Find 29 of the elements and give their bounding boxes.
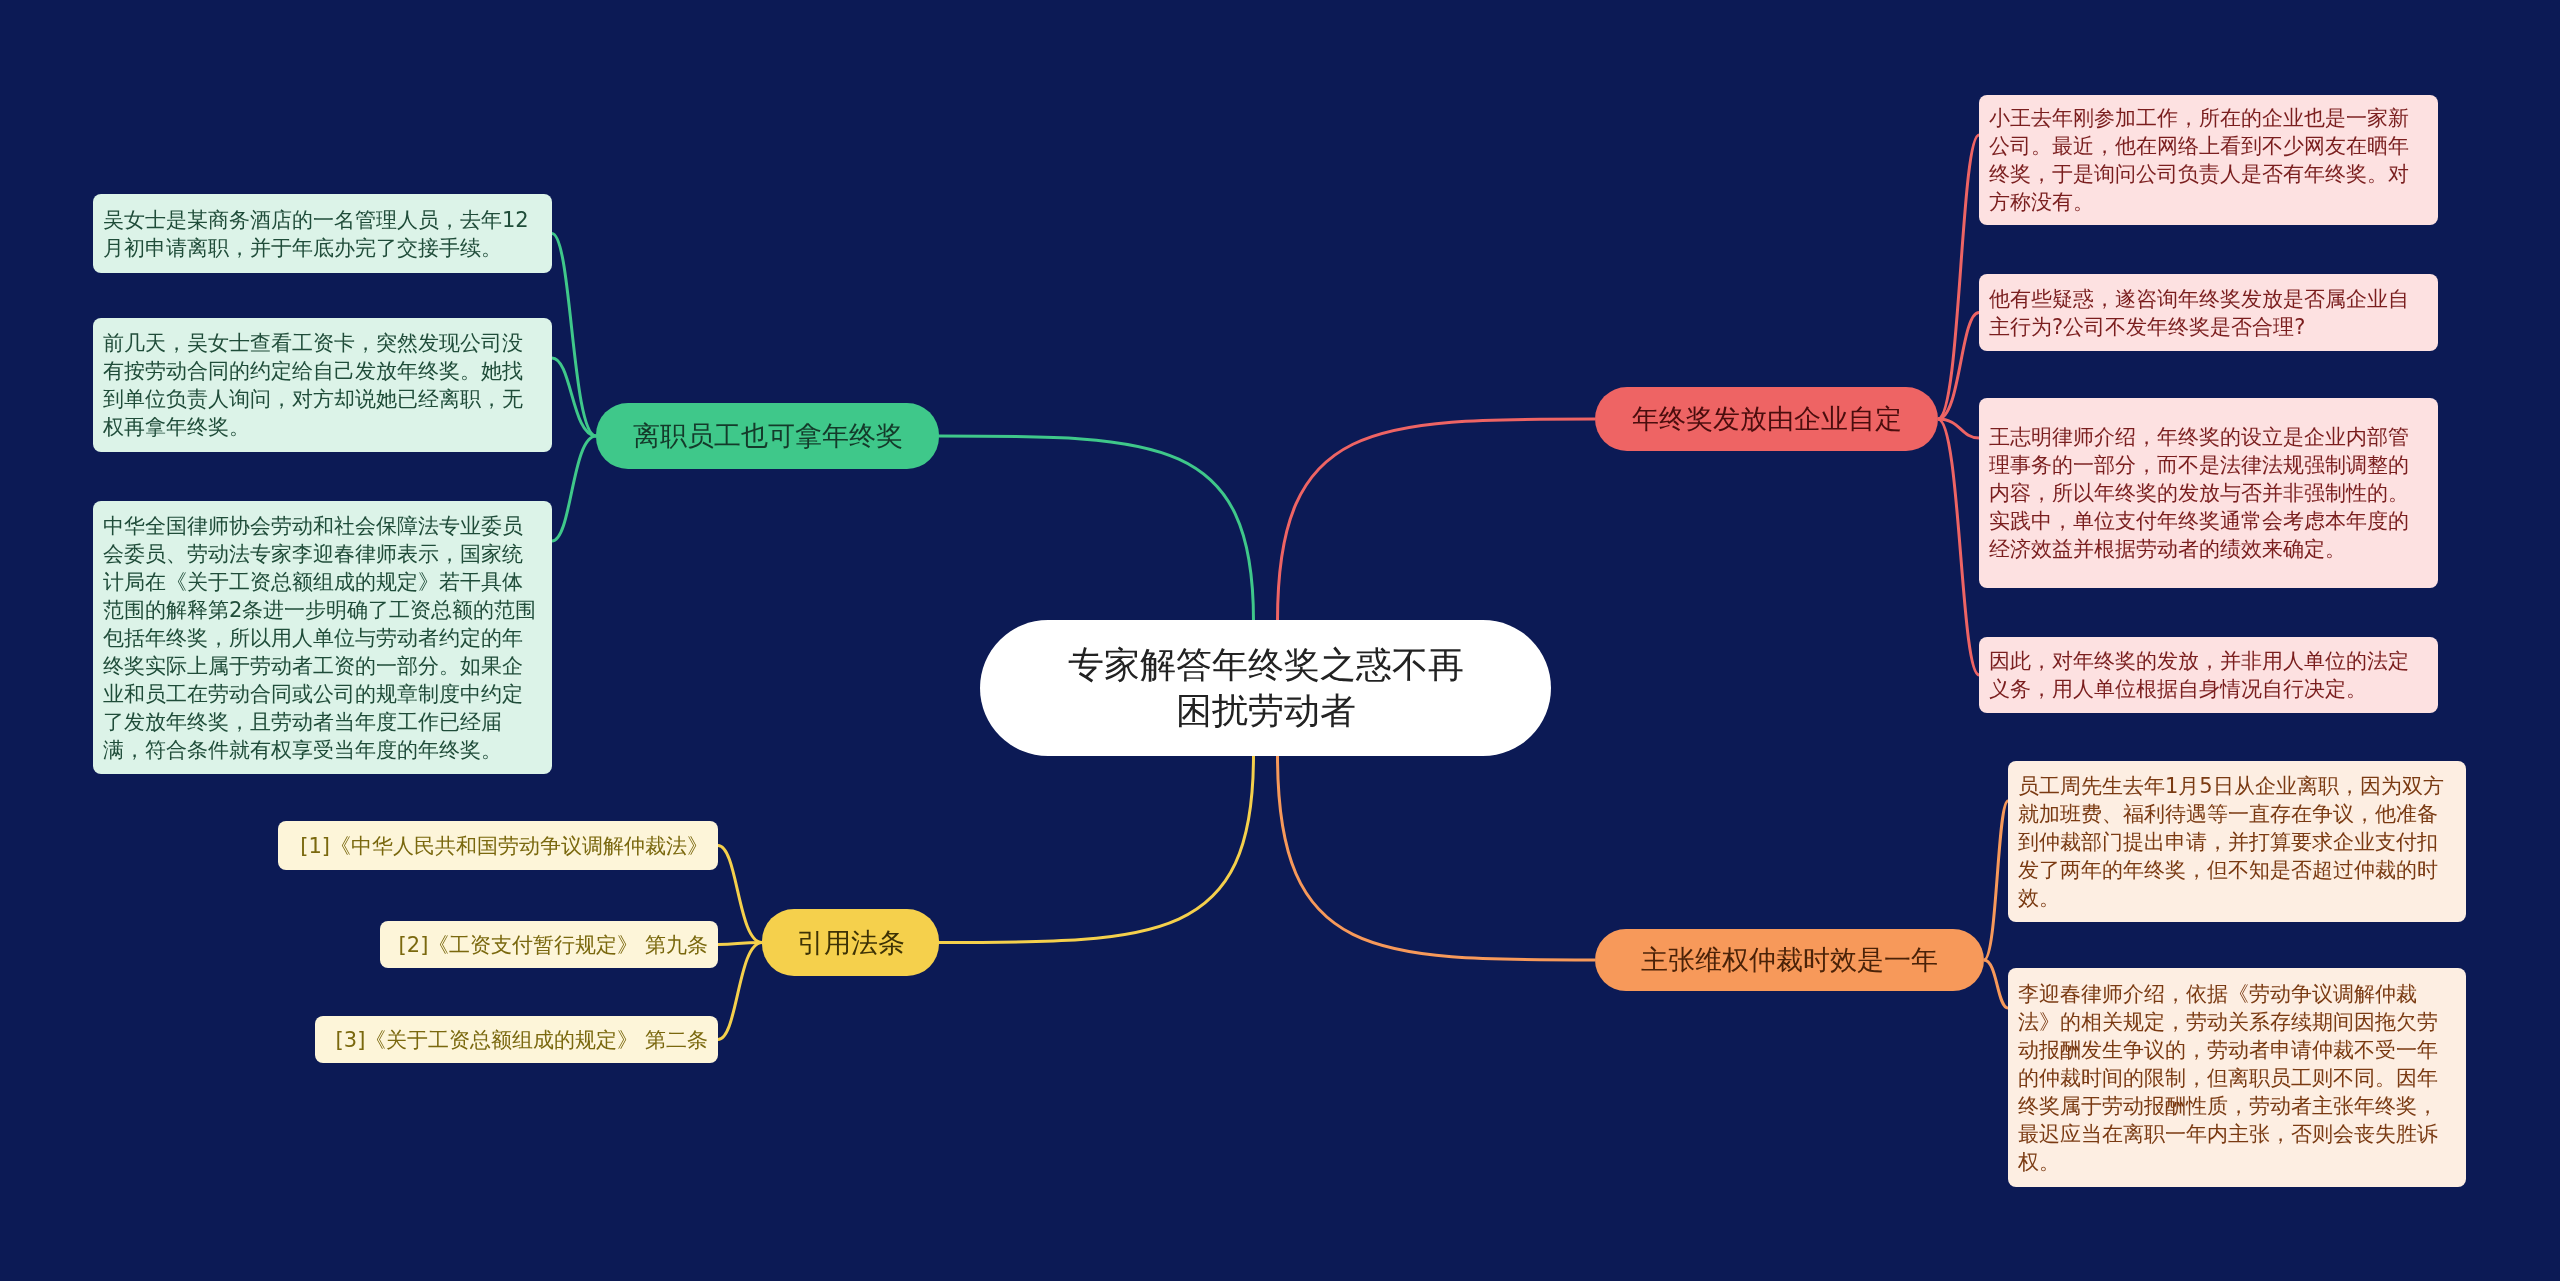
connector [1276,417,1595,622]
connector [939,754,1255,944]
branch-box: 离职员工也可拿年终奖 [596,403,939,469]
text-card: 中华全国律师协会劳动和社会保障法专业委员会委员、劳动法专家李迎春律师表示，国家统计局在《关于工资总额组成的规定》若干具体范围的解释第2条进一步明确了工资总额的范围包括年终奖，所以用人单位与劳动者约定的年终奖实际上属于劳动者工资的一部分。如果企业和员工在劳动合同或公司的规章制度中约定了发放年终奖，且劳动者当年度工作已经届满，符合条件就有权享受当年度的年终奖。 [93,501,552,774]
text-card: 小王去年刚参加工作，所在的企业也是一家新公司。最近，他在网络上看到不少网友在晒年终奖，于是询问公司负责人是否有年终奖。对方称没有。 [1979,95,2438,225]
connector [1983,958,2009,1010]
branch-box: 年终奖发放由企业自定 [1595,387,1938,451]
connector [551,356,597,438]
text-card: 前几天，吴女士查看工资卡，突然发现公司没有按劳动合同的约定给自己发放年终奖。她找到单位负责人询问，对方却说她已经离职，无权再拿年终奖。 [93,318,552,452]
connector [1982,800,2010,962]
text-card: 王志明律师介绍，年终奖的设立是企业内部管理事务的一部分，而不是法律法规强制调整的内容，所以年终奖的发放与否并非强制性的。实践中，单位支付年终奖通常会考虑本年度的经济效益并根据劳动者的绩效来确定。 [1979,398,2438,588]
branch-box: 引用法条 [762,909,939,976]
connector [1936,417,1981,676]
citation-box: [1]《中华人民共和国劳动争议调解仲裁法》 [278,821,718,870]
text-card: 员工周先生去年1月5日从企业离职，因为双方就加班费、福利待遇等一直存在争议，他准备到仲裁部门提出申请，并打算要求企业支付扣发了两年的年终奖，但不知是否超过仲裁的时效。 [2008,761,2466,922]
text-card: 吴女士是某商务酒店的一名管理人员，去年12月初申请离职，并于年底办完了交接手续。 [93,194,552,273]
connector [939,434,1255,622]
citation-box: [2]《工资支付暂行规定》 第九条 [380,921,718,968]
connector [718,941,762,946]
text-card: 因此，对年终奖的发放，并非用人单位的法定义务，用人单位根据自身情况自行决定。 [1979,637,2438,713]
connector [551,434,597,543]
citation-box: [3]《关于工资总额组成的规定》 第二条 [315,1016,718,1063]
connector [717,844,763,944]
text-card: 李迎春律师介绍，依据《劳动争议调解仲裁法》的相关规定，劳动关系存续期间因拖欠劳动报酬发生争议的，劳动者申请仲裁不受一年的仲裁时间的限制，但离职员工则不同。因年终奖属于劳动报酬性质，劳动者主张年终奖，最迟应当在离职一年内主张，否则会丧失胜诉权。 [2008,968,2466,1187]
connector [717,941,763,1041]
connector [1276,754,1595,962]
text-card: 他有些疑惑，遂咨询年终奖发放是否属企业自主行为?公司不发年终奖是否合理? [1979,274,2438,351]
topic-box: 专家解答年终奖之惑不再困扰劳动者 [980,620,1551,756]
branch-box: 主张维权仲裁时效是一年 [1595,929,1984,991]
